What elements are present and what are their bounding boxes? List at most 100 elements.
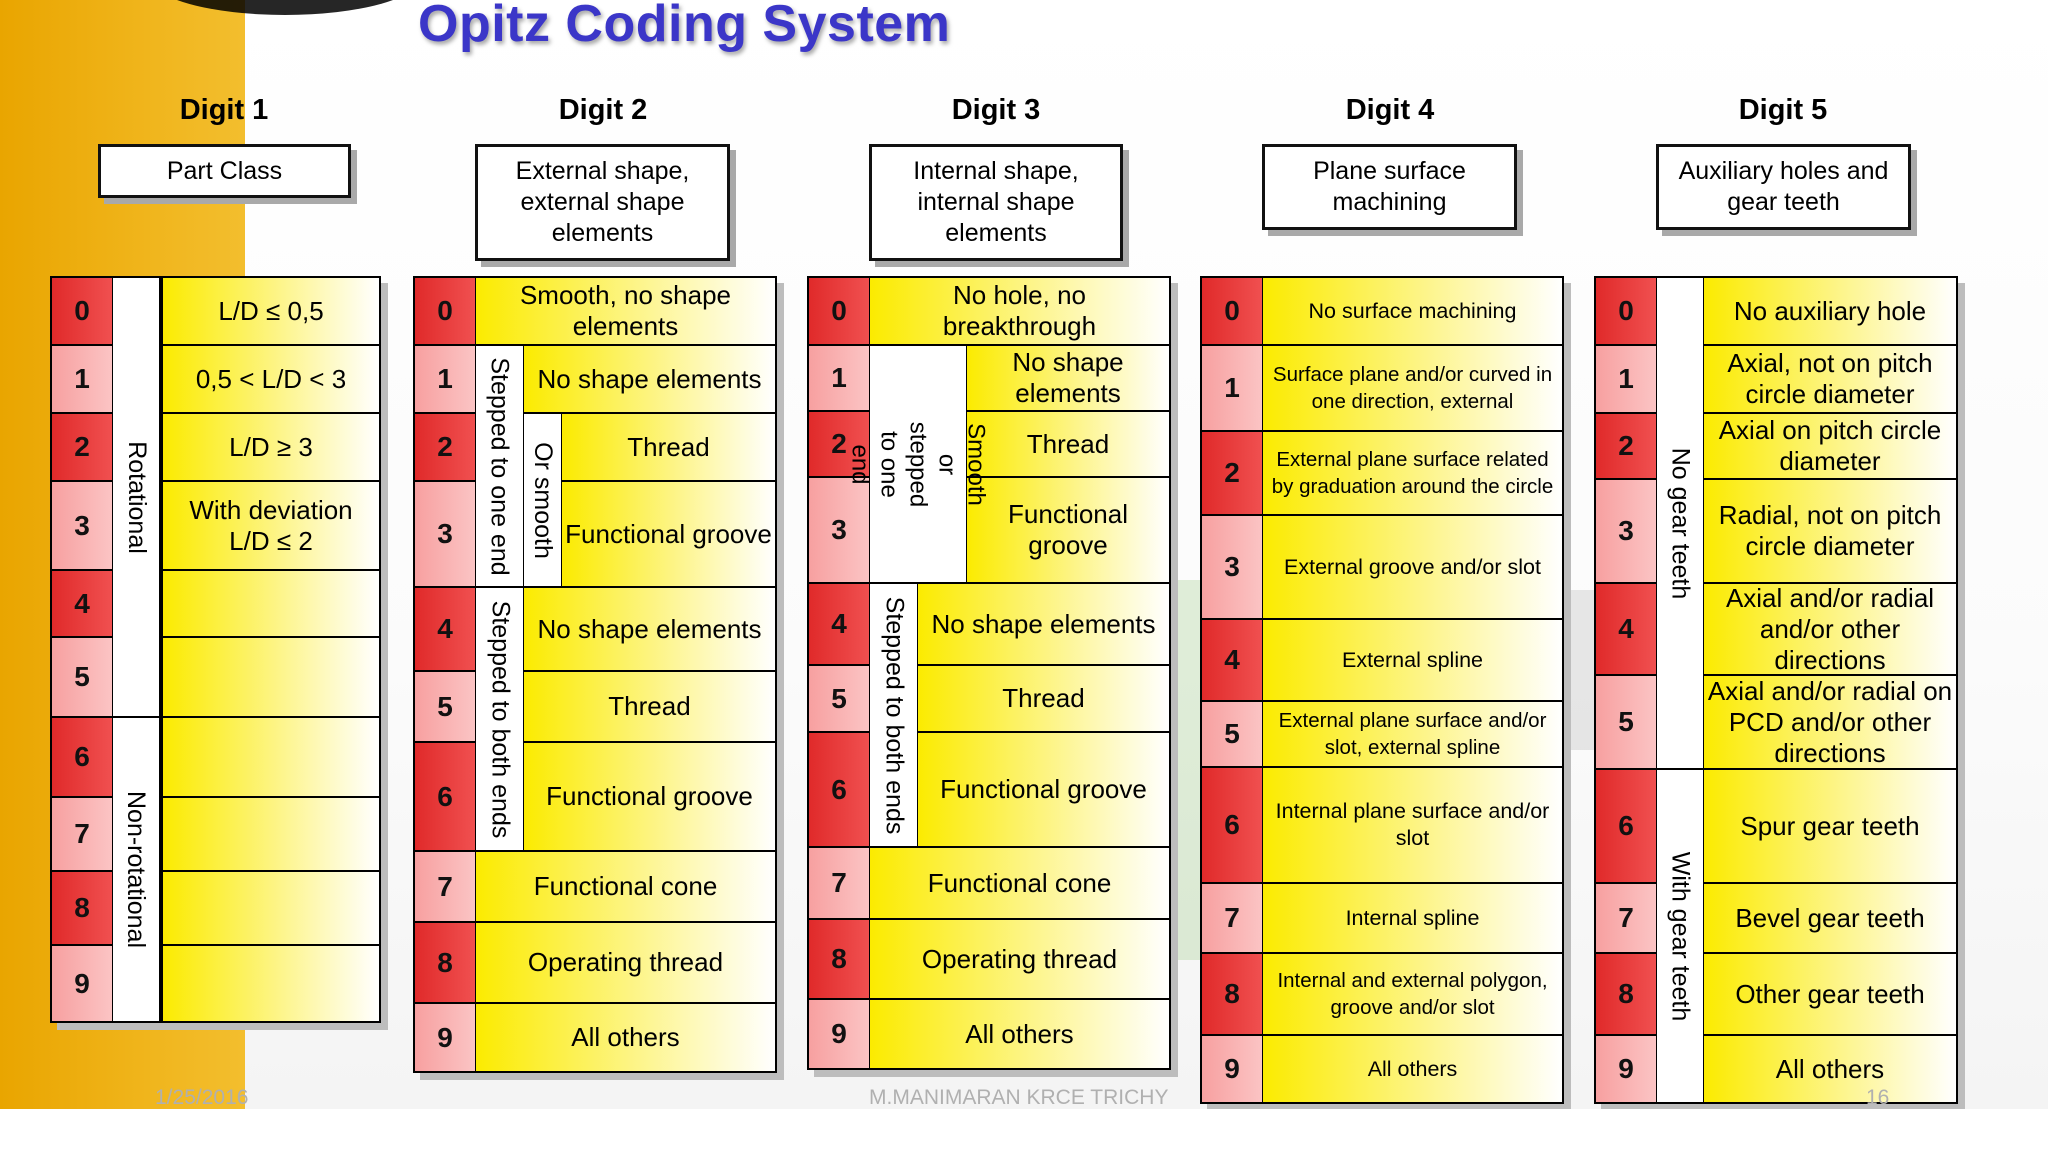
digit4-row-9: All others xyxy=(1263,1036,1562,1102)
digit5-group-no-gear-teeth-label: No gear teeth xyxy=(1666,447,1695,599)
digit3-group-stepped-both-ends: Stepped to both ends xyxy=(870,584,917,846)
digit1-code-9: 9 xyxy=(52,946,112,1021)
digit5-row-8: Other gear teeth xyxy=(1704,954,1956,1034)
digit3-header: Internal shape, internal shape elements xyxy=(869,144,1123,261)
footer-page: 16 xyxy=(1866,1086,1890,1109)
digit1-row-9 xyxy=(163,946,379,1021)
digit1-group-non-rotational-label: Non-rotational xyxy=(122,790,151,949)
digit3-row-8: Operating thread xyxy=(870,920,1169,998)
digit2-row-9: All others xyxy=(476,1004,775,1071)
digit2-code-8: 8 xyxy=(415,923,475,1002)
digit1-group-rotational: Rotational xyxy=(113,278,159,716)
digit3-row-6: Functional groove xyxy=(918,733,1169,846)
digit2-group-stepped-one-end-label: Stepped to one end xyxy=(486,356,514,576)
digit5-group-no-gear-teeth: No gear teeth xyxy=(1657,278,1703,768)
digit5-row-6: Spur gear teeth xyxy=(1704,770,1956,882)
digit1-row-2: L/D ≥ 3 xyxy=(163,414,379,480)
slide-title: Opitz Coding System xyxy=(418,0,951,53)
digit3-group-stepped-both-ends-label: Stepped to both ends xyxy=(880,596,909,834)
digit1-row-3: With deviation L/D ≤ 2 xyxy=(163,482,379,569)
digit2-row-1: No shape elements xyxy=(524,346,775,412)
digit4-title: Digit 4 xyxy=(1345,94,1435,126)
digit3-row-5: Thread xyxy=(918,666,1169,731)
digit1-row-6 xyxy=(163,718,379,796)
digit5-code-2: 2 xyxy=(1596,414,1656,478)
digit4-code-8: 8 xyxy=(1202,954,1262,1034)
digit4-row-3: External groove and/or slot xyxy=(1263,516,1562,618)
digit3-code-2: 2 xyxy=(809,412,869,476)
digit4-code-7: 7 xyxy=(1202,884,1262,952)
digit4-code-9: 9 xyxy=(1202,1036,1262,1102)
digit2-group-or-smooth: Or smooth xyxy=(524,414,561,586)
digit4-row-7: Internal spline xyxy=(1263,884,1562,952)
digit2-row-2: Thread xyxy=(562,414,775,480)
digit4-code-5: 5 xyxy=(1202,702,1262,766)
digit1-row-0: L/D ≤ 0,5 xyxy=(163,278,379,344)
digit5-code-0: 0 xyxy=(1596,278,1656,344)
digit4-code-6: 6 xyxy=(1202,768,1262,882)
digit4-row-6: Internal plane surface and/or slot xyxy=(1263,768,1562,882)
digit5-group-with-gear-teeth: With gear teeth xyxy=(1657,770,1703,1102)
digit2-row-4: No shape elements xyxy=(524,588,775,670)
digit1-row-5 xyxy=(163,638,379,716)
digit4-code-4: 4 xyxy=(1202,620,1262,700)
digit2-row-5: Thread xyxy=(524,672,775,741)
digit2-code-9: 9 xyxy=(415,1004,475,1071)
digit5-row-2: Axial on pitch circle diameter xyxy=(1704,414,1956,478)
digit3-code-6: 6 xyxy=(809,733,869,846)
digit5-header: Auxiliary holes and gear teeth xyxy=(1656,144,1911,230)
digit3-code-5: 5 xyxy=(809,666,869,731)
digit4-row-1: Surface plane and/or curved in one direc… xyxy=(1263,346,1562,430)
digit1-code-2: 2 xyxy=(52,414,112,480)
digit3-group-smooth-or-stepped-one-end-label: Smooth or stepped to one end xyxy=(846,421,990,507)
digit2-code-4: 4 xyxy=(415,588,475,670)
digit5-code-4: 4 xyxy=(1596,584,1656,674)
digit1-code-4: 4 xyxy=(52,571,112,636)
digit1-code-5: 5 xyxy=(52,638,112,716)
digit1-code-0: 0 xyxy=(52,278,112,344)
digit5-code-6: 6 xyxy=(1596,770,1656,882)
digit2-row-7: Functional cone xyxy=(476,852,775,921)
digit2-code-7: 7 xyxy=(415,852,475,921)
digit1-code-6: 6 xyxy=(52,718,112,796)
digit4-code-3: 3 xyxy=(1202,516,1262,618)
digit5-code-7: 7 xyxy=(1596,884,1656,952)
digit5-row-1: Axial, not on pitch circle diameter xyxy=(1704,346,1956,412)
digit3-row-9: All others xyxy=(870,1000,1169,1068)
digit5-code-3: 3 xyxy=(1596,480,1656,582)
digit2-code-3: 3 xyxy=(415,482,475,586)
digit1-group-non-rotational: Non-rotational xyxy=(113,718,159,1021)
digit3-code-1: 1 xyxy=(809,346,869,410)
digit3-row-2: Thread xyxy=(967,412,1169,476)
digit2-group-stepped-both-ends: Stepped to both ends xyxy=(476,588,523,850)
digit4-row-4: External spline xyxy=(1263,620,1562,700)
digit1-row-8 xyxy=(163,872,379,944)
digit3-code-7: 7 xyxy=(809,848,869,918)
digit3-code-8: 8 xyxy=(809,920,869,998)
digit4-row-0: No surface machining xyxy=(1263,278,1562,344)
digit3-code-3: 3 xyxy=(809,478,869,582)
digit2-code-2: 2 xyxy=(415,414,475,480)
digit2-group-stepped-both-ends-label: Stepped to both ends xyxy=(486,600,515,838)
digit2-header: External shape, external shape elements xyxy=(475,144,730,261)
digit2-row-8: Operating thread xyxy=(476,923,775,1002)
digit3-row-1: No shape elements xyxy=(967,346,1169,410)
digit1-group-rotational-label: Rotational xyxy=(122,440,151,554)
digit3-code-4: 4 xyxy=(809,584,869,664)
digit2-title: Digit 2 xyxy=(558,94,648,126)
digit5-row-0: No auxiliary hole xyxy=(1704,278,1956,344)
digit1-code-3: 3 xyxy=(52,482,112,569)
digit3-group-smooth-or-stepped-one-end: Smooth or stepped to one end xyxy=(847,346,990,582)
footer-date: 1/25/2016 xyxy=(155,1086,249,1109)
digit4-code-0: 0 xyxy=(1202,278,1262,344)
digit3-title: Digit 3 xyxy=(951,94,1041,126)
digit4-code-2: 2 xyxy=(1202,432,1262,514)
digit5-row-9: All others xyxy=(1704,1036,1956,1102)
digit4-code-1: 1 xyxy=(1202,346,1262,430)
digit2-row-6: Functional groove xyxy=(524,743,775,850)
digit3-row-0: No hole, no breakthrough xyxy=(870,278,1169,344)
digit2-code-0: 0 xyxy=(415,278,475,344)
